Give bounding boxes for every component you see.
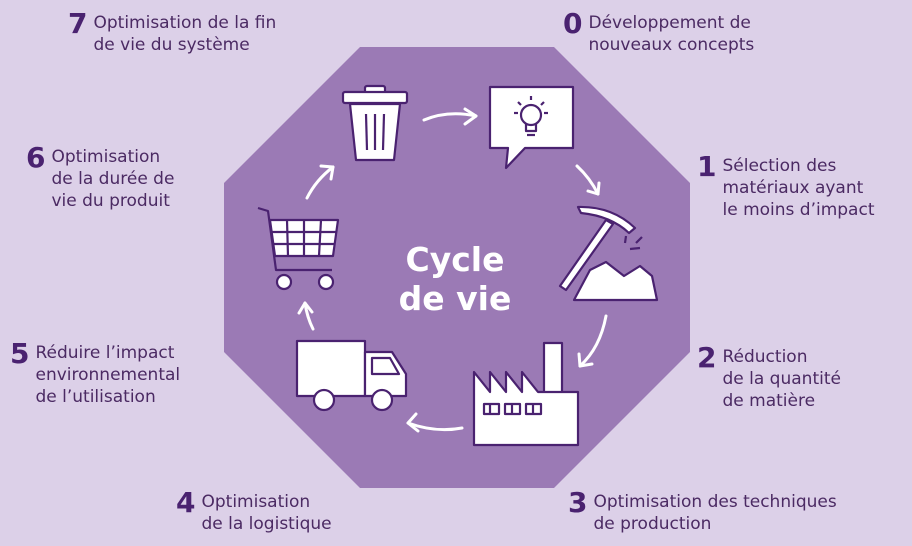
stage-number: 1 bbox=[697, 150, 717, 183]
trash-can-icon bbox=[341, 84, 409, 162]
stage-number: 4 bbox=[176, 486, 196, 519]
stage-5: 5 Réduire l’impact environnemental de l’… bbox=[10, 337, 181, 408]
arrow-4-to-5 bbox=[305, 164, 335, 200]
stage-label: Sélection des matériaux ayant le moins d… bbox=[722, 156, 875, 220]
stage-0: 0 Développement de nouveaux concepts bbox=[563, 7, 755, 56]
cycle-arrows bbox=[297, 107, 608, 433]
truck-icon bbox=[295, 339, 408, 412]
stage-label: Développement de nouveaux concepts bbox=[588, 13, 755, 55]
cycle-title: Cycle de vie bbox=[398, 240, 512, 318]
stage-1: 1 Sélection des matériaux ayant le moins… bbox=[697, 150, 875, 221]
arrow-0-to-1 bbox=[575, 164, 601, 196]
stage-number: 5 bbox=[10, 337, 30, 370]
stage-2: 2 Réduction de la quantité de matière bbox=[697, 341, 841, 412]
stage-label: Optimisation de la logistique bbox=[201, 492, 332, 534]
factory-icon bbox=[472, 341, 580, 447]
stage-number: 7 bbox=[68, 7, 88, 40]
stage-3: 3 Optimisation des techniques de product… bbox=[568, 486, 837, 535]
stage-6: 6 Optimisation de la durée de vie du pro… bbox=[26, 141, 175, 212]
stage-number: 3 bbox=[568, 486, 588, 519]
arrow-2-to-3 bbox=[406, 412, 464, 433]
stage-7: 7 Optimisation de la fin de vie du systè… bbox=[68, 7, 277, 56]
arrow-7-to-0 bbox=[422, 107, 478, 126]
lightbulb-icon bbox=[488, 85, 575, 170]
stage-label: Optimisation de la durée de vie du produ… bbox=[51, 147, 175, 211]
stage-number: 2 bbox=[697, 341, 717, 374]
stage-number: 0 bbox=[563, 7, 583, 40]
arrow-1-to-2 bbox=[577, 314, 608, 368]
stage-label: Optimisation de la fin de vie du système bbox=[93, 13, 277, 55]
pickaxe-icon bbox=[558, 205, 659, 302]
arrow-3-to-4 bbox=[297, 301, 315, 331]
stage-label: Optimisation des techniques de productio… bbox=[593, 492, 837, 534]
shopping-cart-icon bbox=[257, 206, 340, 291]
stage-4: 4 Optimisation de la logistique bbox=[176, 486, 332, 535]
stage-label: Réduire l’impact environnemental de l’ut… bbox=[35, 343, 181, 407]
stage-label: Réduction de la quantité de matière bbox=[722, 347, 841, 411]
stage-number: 6 bbox=[26, 141, 46, 174]
